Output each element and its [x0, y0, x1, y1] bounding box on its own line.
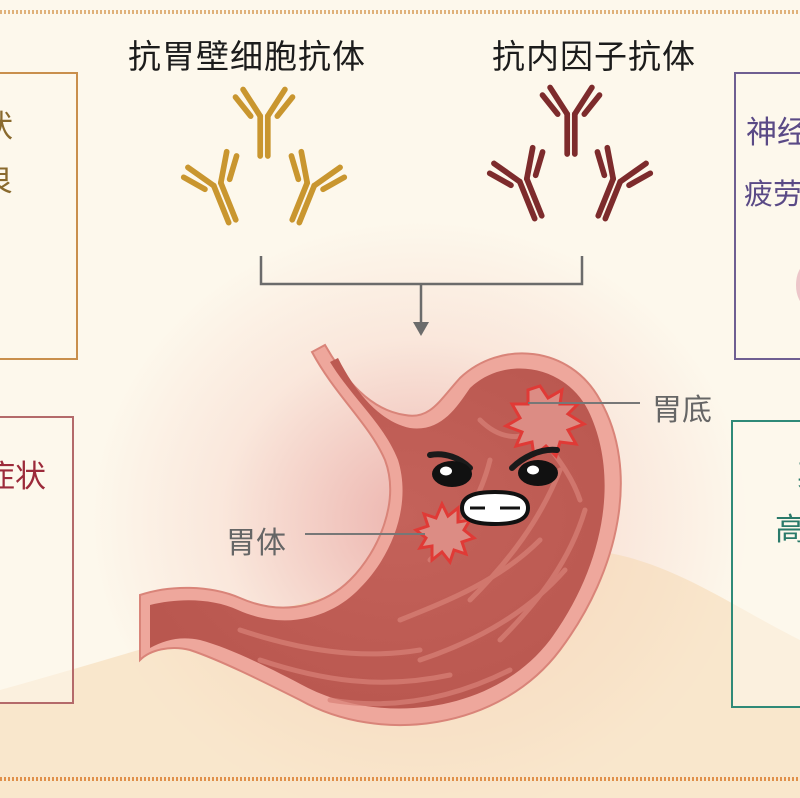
antibody-icon	[181, 149, 259, 232]
inflammation-body-icon	[412, 500, 478, 566]
angry-face	[427, 446, 560, 527]
left-top-panel-title: 状	[0, 112, 13, 143]
antibody-icon	[269, 149, 347, 232]
fundus-label: 胃底	[652, 393, 712, 428]
left-bottom-panel-title: 症状	[0, 459, 46, 495]
right-top-panel	[734, 72, 800, 360]
antibody-icon	[575, 145, 653, 228]
antibody-icon	[543, 88, 600, 155]
bottom-divider	[0, 777, 800, 781]
right-eyebrow	[509, 446, 560, 471]
stomach-lining	[150, 358, 605, 709]
left-top-panel	[0, 72, 78, 360]
brain-icon	[796, 269, 800, 301]
right-bottom-panel	[731, 420, 800, 708]
left-top-panel-subtitle: 良	[0, 166, 13, 197]
right-bottom-panel-subtitle: 高	[775, 512, 800, 548]
right-top-panel-title: 神经	[746, 115, 800, 151]
parietal-cell-antibody-heading: 抗胃壁细胞抗体	[128, 37, 366, 76]
antibody-icon	[236, 90, 293, 157]
top-divider	[0, 10, 800, 14]
antibody-icon	[487, 145, 565, 228]
left-eye	[432, 461, 472, 487]
left-bottom-panel	[0, 416, 74, 704]
stomach-body-label: 胃体	[226, 526, 286, 561]
left-eyebrow	[427, 451, 473, 471]
right-top-panel-subtitle: 疲劳	[744, 177, 800, 211]
parietal-antibody-group	[181, 90, 347, 232]
mouth	[459, 489, 531, 527]
intrinsic-factor-antibody-heading: 抗内因子抗体	[492, 37, 696, 76]
right-bottom-panel-title: 其	[797, 460, 800, 491]
arrow-down-icon	[413, 322, 429, 336]
connector-bracket	[259, 256, 584, 322]
right-eye	[518, 460, 558, 486]
intrinsic-antibody-group	[487, 88, 653, 228]
